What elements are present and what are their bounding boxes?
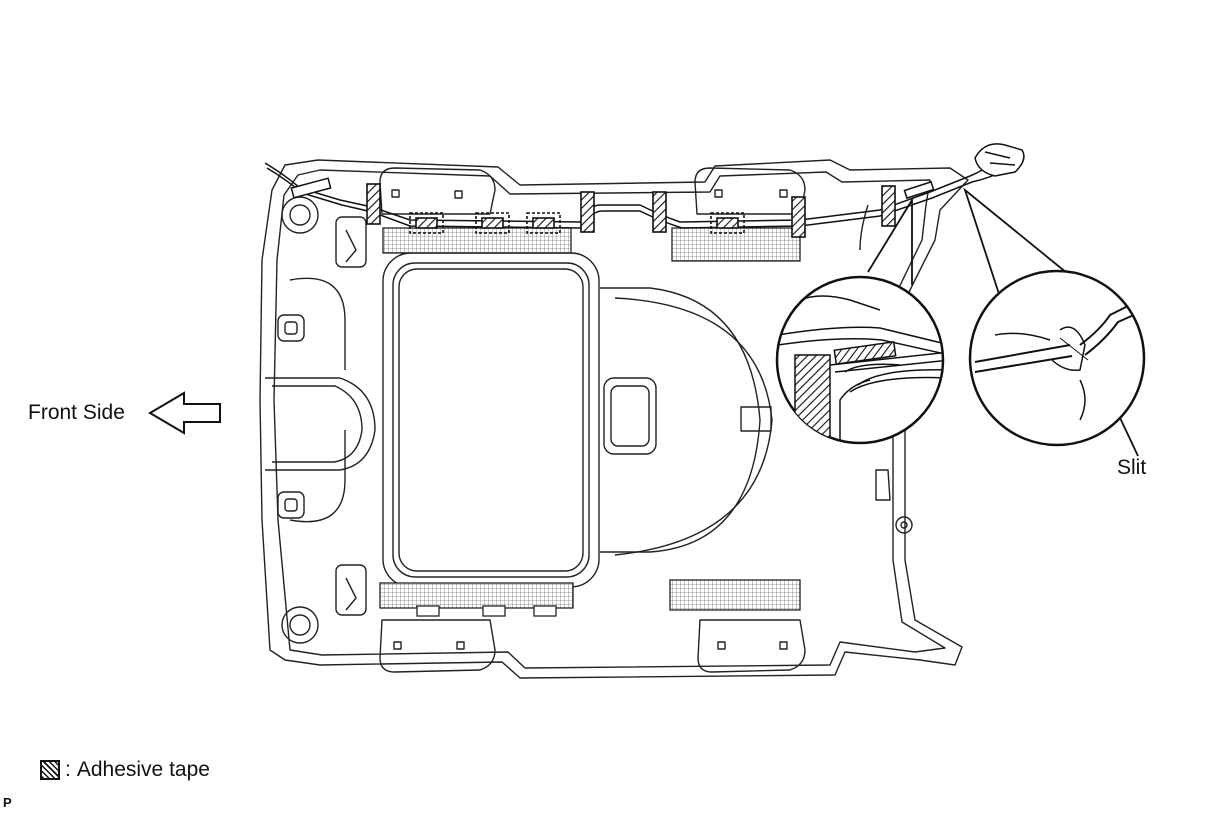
headliner-outline <box>259 159 969 679</box>
slit-label: Slit <box>1117 456 1147 479</box>
left-outline-arrow-icon <box>148 391 221 435</box>
sunroof-opening <box>382 252 600 588</box>
headliner-pads <box>379 227 801 617</box>
legend-colon: : <box>65 758 71 781</box>
hatched-square-icon <box>40 760 60 780</box>
figure-code: P <box>3 795 12 810</box>
detail-view-tape <box>775 275 945 445</box>
legend: : Adhesive tape <box>40 758 210 782</box>
front-side-label: Front Side <box>28 401 125 424</box>
adhesive-tape-marks <box>366 183 896 238</box>
legend-text: Adhesive tape <box>76 758 210 781</box>
detail-view-slit <box>968 269 1146 447</box>
wire-harness <box>264 143 1025 229</box>
